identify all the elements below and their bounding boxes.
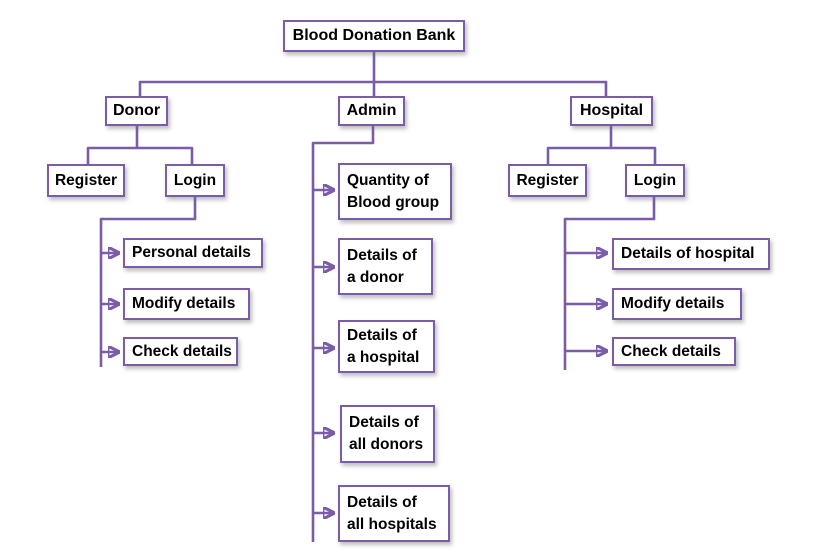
node-hospital: Hospital (570, 96, 653, 126)
node-hospital-check-details: Check details (612, 337, 736, 366)
node-admin-quantity-blood-group: Quantity of Blood group (338, 163, 452, 220)
node-hospital-details-of-hospital: Details of hospital (612, 238, 770, 270)
node-hospital-login: Login (625, 164, 685, 197)
node-admin-details-of-a-donor: Details of a donor (338, 238, 433, 295)
node-hospital-register: Register (508, 164, 587, 197)
node-donor-personal-details: Personal details (123, 238, 263, 268)
node-donor-login: Login (165, 164, 225, 197)
node-donor-modify-details: Modify details (123, 288, 250, 320)
node-admin: Admin (338, 96, 405, 126)
connector-donor-children (86, 146, 194, 164)
connector-main-rail (138, 80, 608, 96)
node-hospital-modify-details: Modify details (612, 288, 742, 320)
node-blood-donation-bank: Blood Donation Bank (283, 20, 465, 52)
node-donor-register: Register (47, 164, 125, 197)
node-donor-check-details: Check details (123, 337, 238, 366)
node-admin-details-of-a-hospital: Details of a hospital (338, 320, 435, 373)
node-admin-details-of-all-donors: Details of all donors (340, 405, 435, 463)
connector-hospital-login-drop (563, 197, 656, 370)
node-donor: Donor (105, 96, 168, 126)
connector-admin-drop (311, 126, 375, 542)
connector-donor-login-drop (99, 197, 197, 367)
node-admin-details-of-all-hospitals: Details of all hospitals (338, 485, 450, 542)
connector-hospital-children (546, 146, 657, 164)
